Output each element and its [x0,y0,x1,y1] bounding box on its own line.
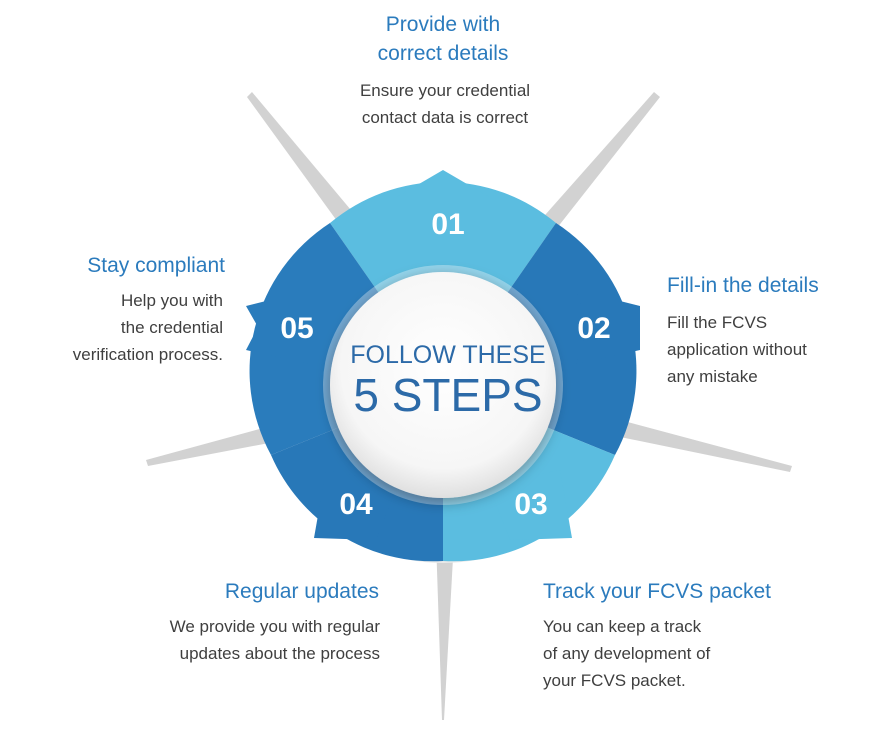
step-01-title: Provide with correct details [300,10,586,68]
step-01-desc-line: Ensure your credential [359,81,531,100]
step-01-description: Ensure your credential contact data is c… [300,77,590,131]
step-01-desc-line: contact data is correct [361,108,529,127]
step-04-desc-line: We provide you with regular [169,617,380,636]
step-01-title-line: Provide with [385,13,501,36]
step-05-description: Help you with the credential verificatio… [20,287,223,368]
step-number-05: 05 [280,312,314,345]
ray-top-left [247,92,361,232]
ray-bottom [436,540,454,720]
step-05-desc-line: the credential [120,318,223,337]
step-05-desc-line: verification process. [72,345,223,364]
step-03-description: You can keep a track of any development … [543,613,843,694]
step-04-title-line: Regular updates [224,580,379,603]
center-disk [330,272,556,498]
step-03-desc-line: your FCVS packet. [543,671,686,690]
ray-top-right [530,92,660,242]
step-04-title: Regular updates [80,577,379,606]
step-03-desc-line: You can keep a track [543,617,702,636]
step-number-02: 02 [577,312,611,345]
step-number-03: 03 [514,488,548,521]
decorative-rays [146,92,792,720]
step-03-title-line: Track your FCVS packet [543,580,771,603]
step-01-title-line: correct details [377,42,509,65]
step-02-description: Fill the FCVS application without any mi… [667,309,877,390]
center-heading-line2: 5 STEPS [353,369,543,421]
step-05-desc-line: Help you with [120,291,223,310]
ray-right [590,412,792,472]
step-04-desc-line: updates about the process [179,644,380,663]
arrow-tab-02 [576,290,640,364]
step-number-04: 04 [339,488,373,521]
arrow-tab-03 [488,470,572,540]
step-02-desc-line: Fill the FCVS [667,313,768,332]
step-02-desc-line: application without [667,340,807,359]
step-05-title-line: Stay compliant [87,254,225,277]
step-03-title: Track your FCVS packet [543,577,843,606]
step-03-desc-line: of any development of [543,644,711,663]
arrow-tab-01 [395,170,491,226]
step-02-title-line: Fill-in the details [667,274,819,297]
step-05-title: Stay compliant [20,251,225,280]
center-heading-line1: FOLLOW THESE [350,341,546,369]
step-02-title: Fill-in the details [667,271,877,300]
step-04-description: We provide you with regular updates abou… [60,613,380,667]
step-02-desc-line: any mistake [667,367,758,386]
arrow-tab-04 [314,470,398,540]
arrow-tab-05 [246,290,310,364]
step-number-01: 01 [431,208,465,241]
